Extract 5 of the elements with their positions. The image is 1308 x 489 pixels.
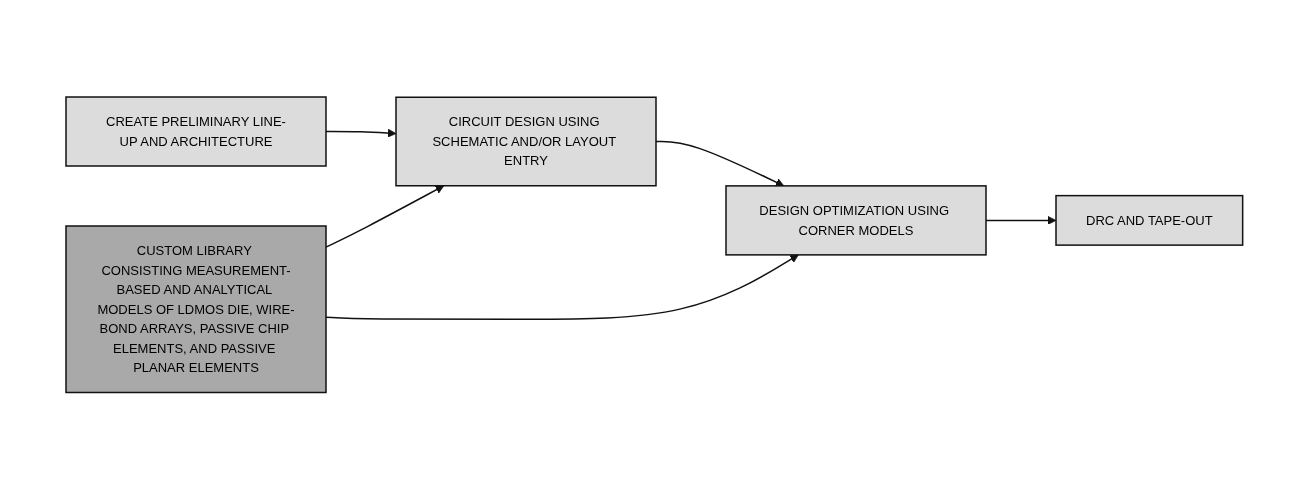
node-box: DESIGN OPTIMIZATION USING CORNER MODELS [724, 184, 987, 256]
node-box: CIRCUIT DESIGN USING SCHEMATIC AND/OR LAYOUT ENTRY [394, 96, 657, 187]
node-box: CREATE PRELIMINARY LINE-UP AND ARCHITECTURE [64, 96, 327, 167]
node-box: DRC AND TAPE-OUT [1054, 194, 1244, 246]
node-box: CUSTOM LIBRARY CONSISTING MEASUREMENT-BASED AND ANALYTICAL MODELS OF LDMOS DIE, WIRE-BOND ARRAYS, PASSIVE CHIP ELEMENTS, AND PASSIVE PLANAR ELEMENTS [64, 225, 327, 393]
